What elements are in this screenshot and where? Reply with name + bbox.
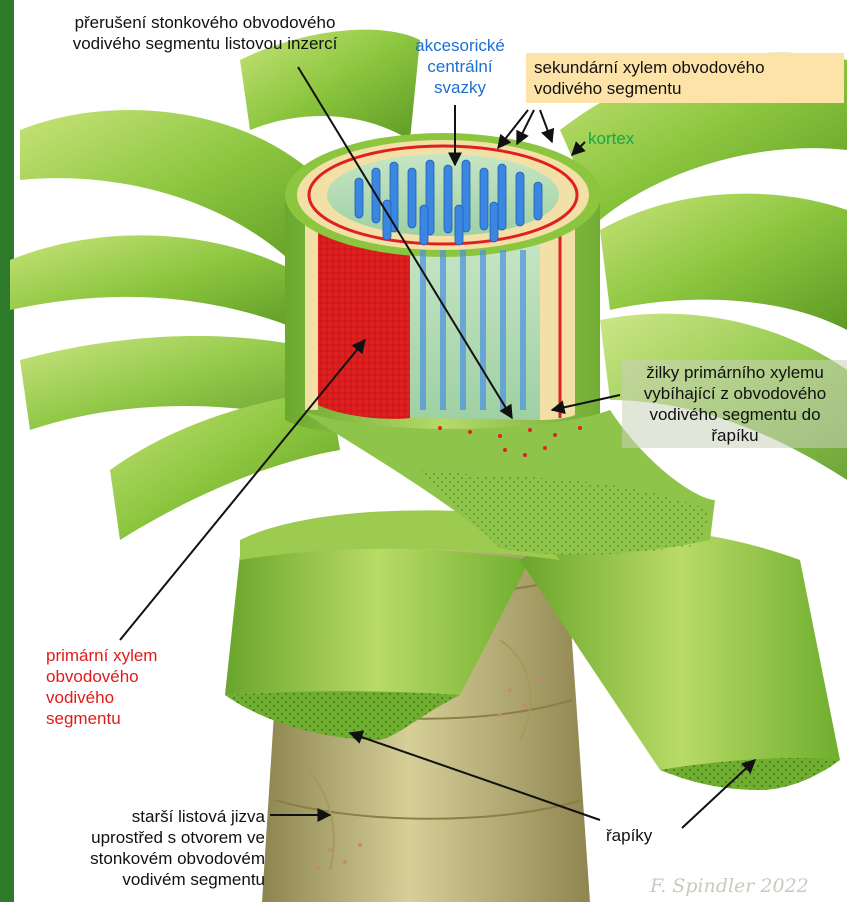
label-primary-xylem-veins-line3: vodivého segmentu do: [628, 404, 842, 425]
label-primary-xylem-line4: segmentu: [46, 708, 216, 729]
label-leaf-scar-line3: stonkovém obvodovém: [20, 848, 265, 869]
label-primary-xylem: primární xylem obvodového vodivého segme…: [46, 645, 216, 729]
label-primary-xylem-veins-line4: řapíku: [628, 425, 842, 446]
artist-signature: F. Spindler 2022: [650, 876, 809, 897]
label-central-bundles-line2: centrální: [395, 56, 525, 77]
label-secondary-xylem-line1: sekundární xylem obvodového: [534, 57, 836, 78]
label-secondary-xylem: sekundární xylem obvodového vodivého seg…: [526, 53, 844, 103]
stem-cylinder: [285, 133, 601, 439]
left-border-strip: [0, 0, 14, 902]
label-leaf-scar-line4: vodivém segmentu: [20, 869, 265, 890]
label-interruption-line1: přerušení stonkového obvodového: [30, 12, 380, 33]
label-primary-xylem-veins: žilky primárního xylemu vybíhající z obv…: [622, 360, 847, 448]
label-primary-xylem-veins-line2: vybíhající z obvodového: [628, 383, 842, 404]
label-primary-xylem-line2: obvodového: [46, 666, 216, 687]
label-primary-xylem-line1: primární xylem: [46, 645, 216, 666]
leader-secondary-xylem-c: [540, 110, 552, 142]
label-central-bundles: akcesorické centrální svazky: [395, 35, 525, 98]
label-interruption-line2: vodivého segmentu listovou inzercí: [30, 33, 380, 54]
label-central-bundles-line3: svazky: [395, 77, 525, 98]
label-petioles: řapíky: [606, 825, 652, 846]
label-leaf-scar-line1: starší listová jizva: [20, 806, 265, 827]
label-primary-xylem-veins-line1: žilky primárního xylemu: [628, 362, 842, 383]
label-interruption: přerušení stonkového obvodového vodivého…: [30, 12, 380, 54]
label-cortex: kortex: [588, 128, 634, 149]
label-secondary-xylem-line2: vodivého segmentu: [534, 78, 836, 99]
label-leaf-scar-line2: uprostřed s otvorem ve: [20, 827, 265, 848]
leader-secondary-xylem-b: [517, 110, 534, 144]
label-primary-xylem-line3: vodivého: [46, 687, 216, 708]
label-central-bundles-line1: akcesorické: [395, 35, 525, 56]
label-leaf-scar: starší listová jizva uprostřed s otvorem…: [20, 806, 265, 890]
